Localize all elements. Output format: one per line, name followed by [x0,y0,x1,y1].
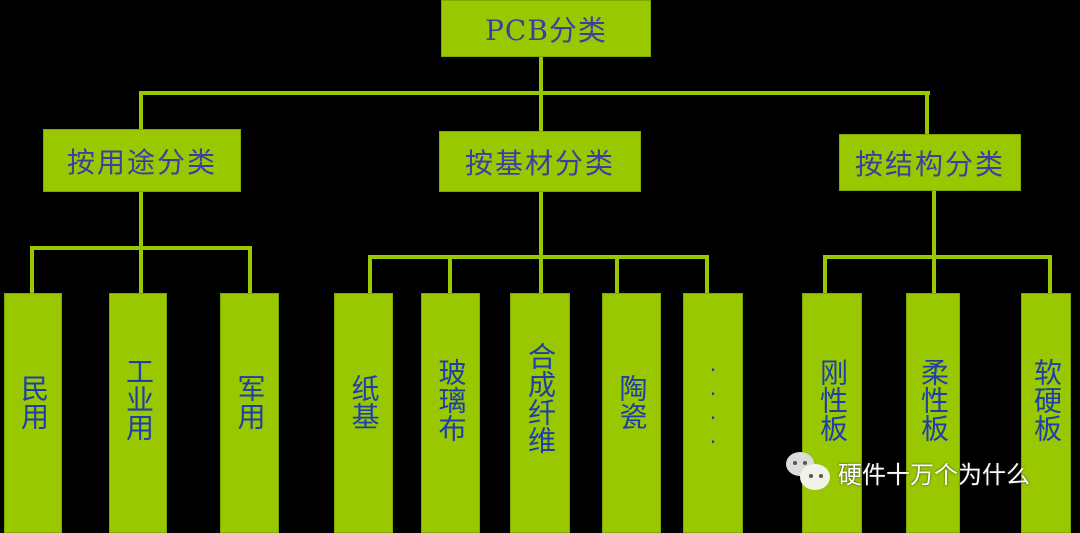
category-node-usage: 按用途分类 [43,129,241,192]
category-label: 按用途分类 [66,145,217,179]
leaf-node-glass-cloth: 玻璃布 [421,293,480,533]
leaf-label: ···· [701,358,725,454]
leaf-node-military: 军用 [220,293,279,533]
leaf-node-rigid-board: 刚性板 [802,293,862,533]
leaf-node-more: ···· [683,293,743,533]
connector-usage-down [139,192,143,249]
leaf-node-ceramic: 陶瓷 [602,293,661,533]
leaf-label: 合成纤维 [524,342,557,454]
connector-leaf-more [705,255,709,294]
connector-usage-up [139,91,143,130]
wechat-icon [786,452,832,492]
leaf-label: 软硬板 [1030,358,1063,442]
connector-material-horizontal [368,255,709,259]
connector-leaf-civil [30,246,34,294]
connector-material-down [539,192,543,259]
connector-level1-horizontal [139,91,930,95]
watermark-text: 硬件十万个为什么 [838,460,1030,489]
category-label: 按结构分类 [854,147,1005,181]
connector-leaf-industrial [139,246,143,294]
connector-leaf-rigid [823,255,827,294]
leaf-label: 陶瓷 [615,374,649,430]
connector-root-down [539,57,543,95]
leaf-node-synthetic-fiber: 合成纤维 [510,293,570,533]
leaf-node-industrial: 工业用 [109,293,167,533]
leaf-node-flexible-board: 柔性板 [906,293,960,533]
leaf-label: 柔性板 [917,358,950,442]
category-label: 按基材分类 [464,146,615,180]
connector-leaf-ceramic [615,255,619,294]
connector-leaf-paper [368,255,372,294]
root-node-pcb-classification: PCB分类 [441,0,651,57]
connector-leaf-rigidflex [1048,255,1052,294]
leaf-label: 军用 [233,374,267,430]
connector-material-up [539,91,543,132]
leaf-label: 民用 [17,374,50,430]
connector-structure-horizontal [823,255,1052,259]
connector-leaf-glass [448,255,452,294]
connector-leaf-synthetic [539,255,543,294]
leaf-label: 刚性板 [816,358,849,442]
connector-structure-up [925,91,929,135]
leaf-node-rigid-flex-board: 软硬板 [1021,293,1071,533]
leaf-label: 玻璃布 [434,358,468,442]
leaf-label: 工业用 [122,357,155,441]
connector-leaf-flex [932,255,936,294]
leaf-node-civil: 民用 [4,293,62,533]
leaf-label: 纸基 [347,374,381,430]
category-node-structure: 按结构分类 [839,134,1021,191]
watermark: 硬件十万个为什么 [786,452,1030,492]
leaf-node-paper-base: 纸基 [334,293,393,533]
root-node-label: PCB分类 [485,13,607,47]
category-node-material: 按基材分类 [439,131,641,192]
connector-structure-down [932,191,936,259]
connector-leaf-military [248,246,252,294]
